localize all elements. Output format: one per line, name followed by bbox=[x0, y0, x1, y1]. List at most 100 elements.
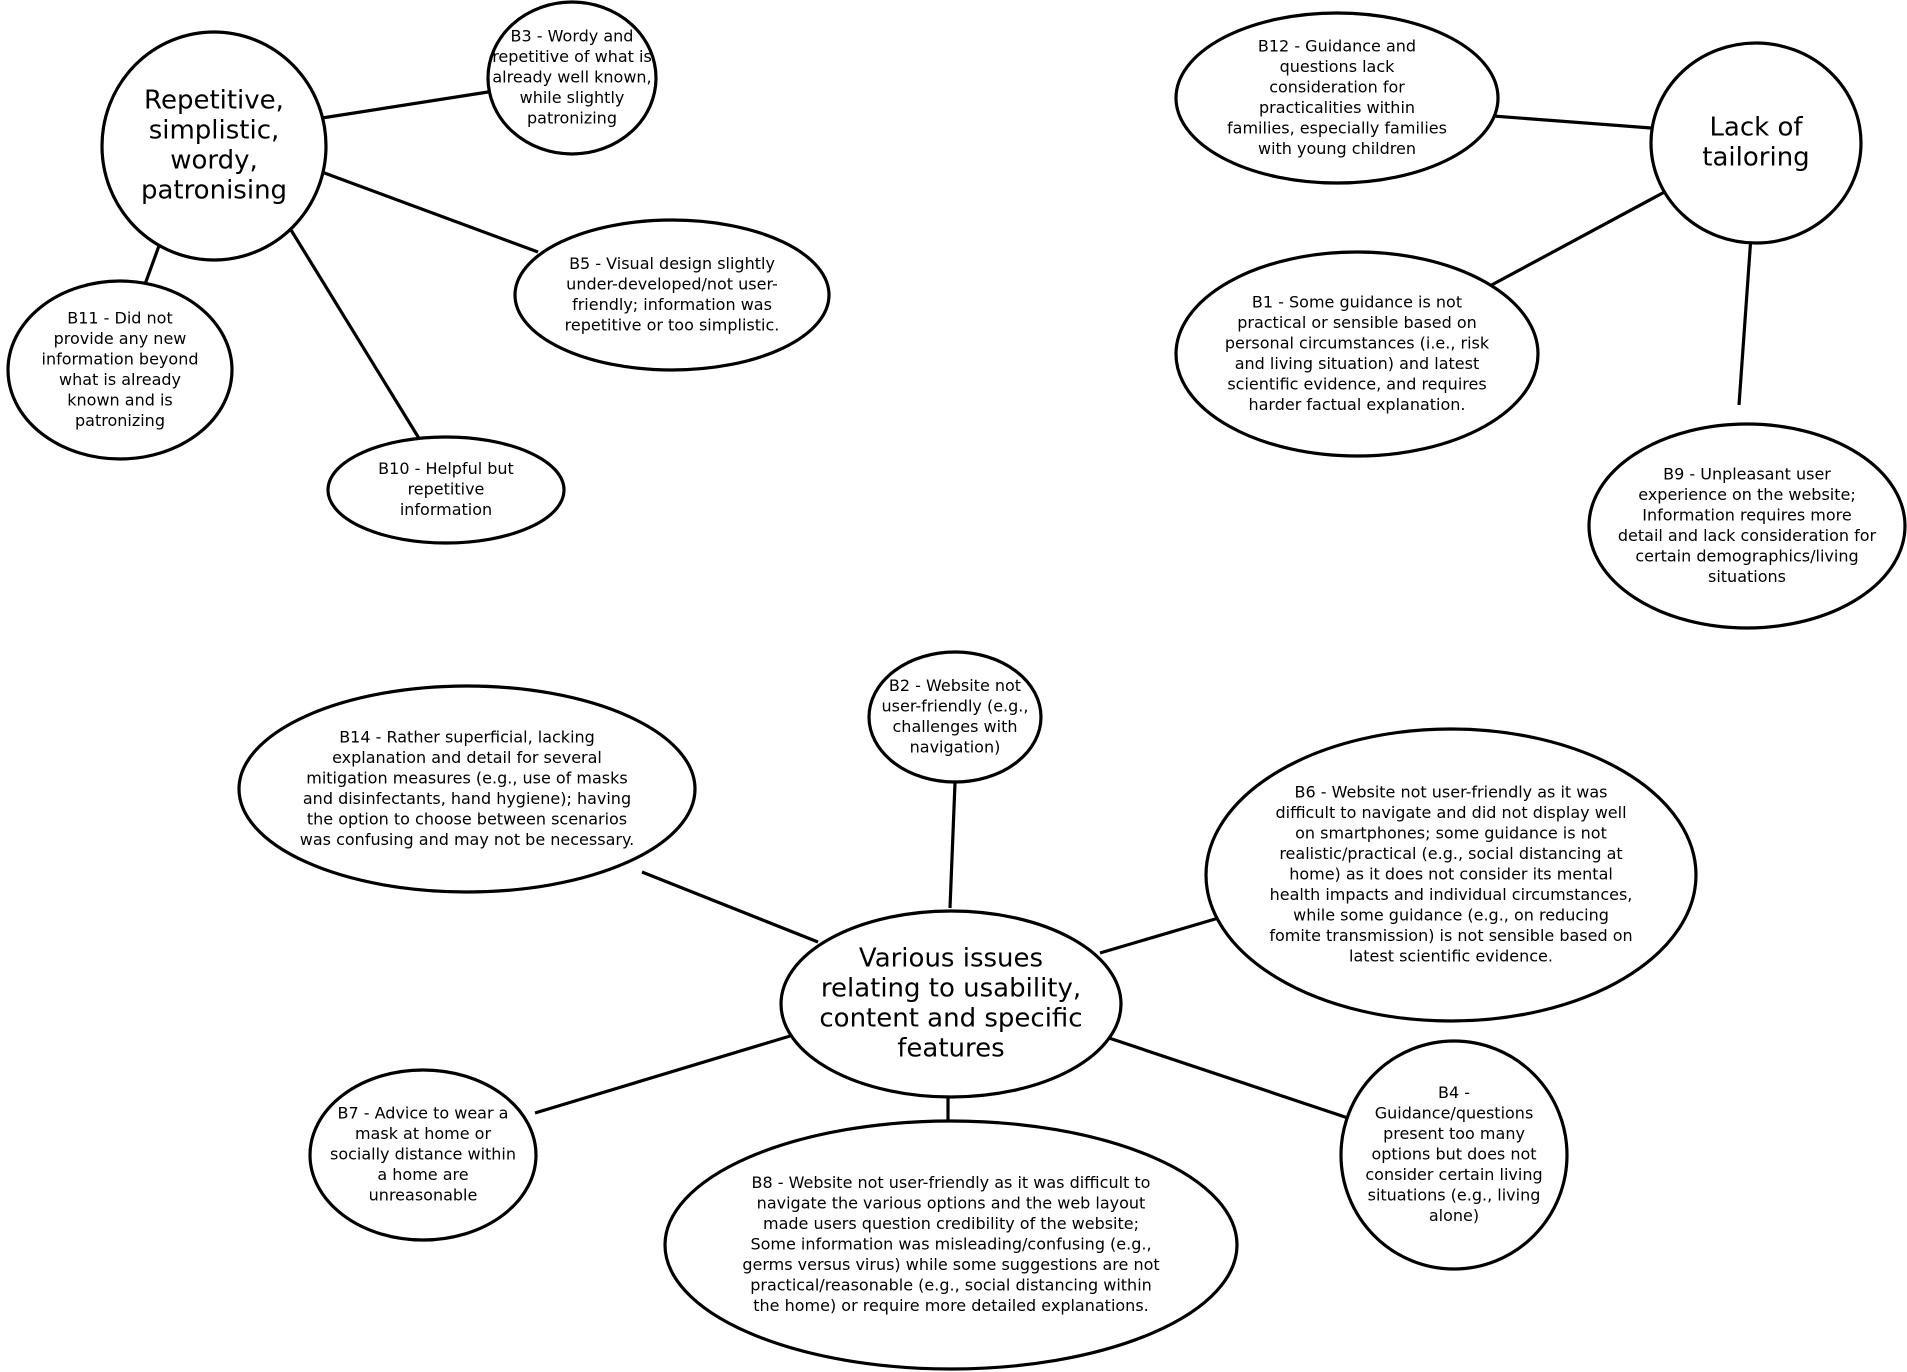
label-line: while slightly bbox=[520, 88, 625, 107]
label-line: known and is bbox=[67, 390, 172, 409]
label-line: navigate the various options and the web… bbox=[757, 1194, 1146, 1213]
connector-line bbox=[1485, 186, 1673, 290]
nodes: Repetitive,simplistic,wordy,patronisingB… bbox=[6, 0, 1907, 1371]
label-line: repetitive bbox=[408, 480, 485, 499]
node-ellipse bbox=[663, 1119, 1239, 1371]
label-line: B10 - Helpful but bbox=[378, 459, 514, 478]
label-line: B11 - Did not bbox=[67, 308, 173, 327]
label-line: Lack of bbox=[1709, 113, 1803, 143]
label-line: under-developed/not user- bbox=[566, 274, 778, 293]
connector-line bbox=[321, 90, 489, 120]
node-ellipse bbox=[6, 279, 234, 461]
label-line: the option to choose between scenarios bbox=[307, 809, 627, 828]
label-line: situations (e.g., living bbox=[1368, 1186, 1541, 1205]
label-line: mitigation measures (e.g., use of masks bbox=[306, 768, 627, 787]
connector-line bbox=[1084, 1028, 1355, 1122]
label-line: experience on the website; bbox=[1638, 485, 1856, 504]
label-line: patronizing bbox=[527, 109, 617, 128]
node-ellipse bbox=[867, 650, 1043, 784]
label-line: and living situation) and latest bbox=[1235, 354, 1480, 373]
label-line: practical/reasonable (e.g., social dista… bbox=[750, 1276, 1152, 1295]
label-line: unreasonable bbox=[369, 1186, 478, 1205]
label-line: practicalities within bbox=[1259, 98, 1415, 117]
label-line: what is already bbox=[59, 370, 181, 389]
label-line: latest scientific evidence. bbox=[1349, 947, 1553, 966]
label-line: practical or sensible based on bbox=[1237, 313, 1477, 332]
label-line: repetitive of what is bbox=[492, 47, 652, 66]
label-line: detail and lack consideration for bbox=[1618, 526, 1877, 545]
connector-line bbox=[948, 782, 957, 909]
label-line: repetitive or too simplistic. bbox=[565, 315, 780, 334]
label-line: simplistic, bbox=[149, 116, 280, 146]
node-ellipse bbox=[308, 1068, 538, 1242]
label-line: consideration for bbox=[1269, 77, 1405, 96]
theme-node-repetitive: Repetitive,simplistic,wordy,patronising bbox=[100, 30, 328, 262]
label-line: friendly; information was bbox=[572, 295, 772, 314]
node-ellipse bbox=[513, 218, 831, 372]
label-line: B5 - Visual design slightly bbox=[569, 254, 775, 273]
label-line: the home) or require more detailed expla… bbox=[753, 1296, 1149, 1315]
label-line: personal circumstances (i.e., risk bbox=[1225, 333, 1490, 352]
label-line: provide any new bbox=[54, 329, 187, 348]
node-ellipse bbox=[237, 684, 697, 894]
label-line: on smartphones; some guidance is not bbox=[1295, 824, 1607, 843]
label-line: patronizing bbox=[75, 411, 165, 430]
label-line: B8 - Website not user-friendly as it was… bbox=[752, 1173, 1151, 1192]
barrier-label: B6 - Website not user-friendly as it was… bbox=[1269, 783, 1632, 966]
label-line: explanation and detail for several bbox=[332, 748, 602, 767]
label-line: B9 - Unpleasant user bbox=[1663, 464, 1831, 483]
connector-line bbox=[1099, 915, 1223, 955]
label-line: situations bbox=[1708, 567, 1786, 586]
label-line: B14 - Rather superficial, lacking bbox=[339, 727, 595, 746]
label-line: was confusing and may not be necessary. bbox=[300, 830, 634, 849]
connector-line bbox=[1737, 221, 1754, 406]
label-line: germs versus virus) while some suggestio… bbox=[742, 1255, 1159, 1274]
label-line: Information requires more bbox=[1642, 505, 1851, 524]
node-ellipse bbox=[326, 435, 566, 545]
label-line: navigation) bbox=[910, 737, 1001, 756]
label-line: B2 - Website not bbox=[889, 676, 1021, 695]
label-line: Repetitive, bbox=[144, 86, 284, 116]
label-line: and disinfectants, hand hygiene); having bbox=[303, 789, 631, 808]
node-ellipse bbox=[779, 909, 1123, 1099]
connector-line bbox=[310, 166, 539, 254]
label-line: B7 - Advice to wear a bbox=[338, 1104, 509, 1123]
label-line: a home are bbox=[377, 1165, 468, 1184]
label-line: realistic/practical (e.g., social distan… bbox=[1279, 844, 1622, 863]
label-line: consider certain living bbox=[1365, 1165, 1542, 1184]
label-line: user-friendly (e.g., bbox=[882, 696, 1029, 715]
label-line: wordy, bbox=[170, 146, 258, 176]
label-line: Various issues bbox=[859, 944, 1043, 974]
label-line: B6 - Website not user-friendly as it was bbox=[1295, 783, 1608, 802]
label-line: harder factual explanation. bbox=[1248, 395, 1465, 414]
node-ellipse bbox=[1587, 422, 1907, 630]
label-line: present too many bbox=[1383, 1124, 1525, 1143]
barrier-node-b14: B14 - Rather superficial, lacking explana… bbox=[237, 684, 697, 894]
label-line: B12 - Guidance and bbox=[1258, 36, 1416, 55]
label-line: families, especially families bbox=[1227, 118, 1447, 137]
node-ellipse bbox=[1649, 41, 1863, 245]
label-line: tailoring bbox=[1702, 143, 1809, 173]
label-line: content and specific bbox=[819, 1004, 1082, 1034]
label-line: B3 - Wordy and bbox=[511, 27, 634, 46]
barrier-node-b8: B8 - Website not user-friendly as it was… bbox=[663, 1119, 1239, 1371]
theme-label: Repetitive,simplistic,wordy,patronising bbox=[141, 86, 287, 206]
connector-line bbox=[534, 1028, 811, 1115]
